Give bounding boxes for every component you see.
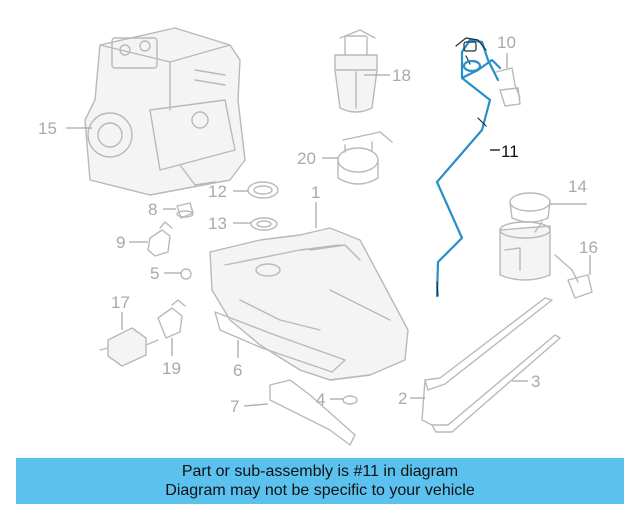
callout-3: 3 [531,372,540,391]
leader-lines [66,53,591,407]
part-5-nut [180,268,192,280]
part-13-seal [250,217,278,231]
part-6-heat-shield [214,311,346,373]
parts-diagram: 15 18 20 12 13 8 9 5 17 19 1 6 7 4 2 3 1… [38,27,598,446]
callout-labels: 15 18 20 12 13 8 9 5 17 19 1 6 7 4 2 3 1… [38,33,598,416]
callout-18: 18 [392,66,411,85]
callout-7: 7 [230,397,239,416]
callout-5: 5 [150,264,159,283]
part-7-bracket [269,379,356,446]
banner-line-1: Part or sub-assembly is #11 in diagram [181,463,459,480]
callout-10: 10 [497,33,516,52]
part-16-sender [554,254,593,299]
callout-20: 20 [297,149,316,168]
callout-19: 19 [162,359,181,378]
part-10-clip [495,67,521,107]
callout-11: 11 [501,142,519,161]
callout-2: 2 [398,389,407,408]
callout-16: 16 [579,238,598,257]
part-17-inline-filter [99,327,159,367]
part-20-filter-bracket [337,131,393,185]
part-8-valve [176,202,194,219]
callout-6: 6 [233,361,242,380]
part-1-fuel-tank [209,227,409,381]
part-11-fuel-line-highlighted [435,37,502,298]
callout-14: 14 [568,177,587,196]
callout-9: 9 [116,233,125,252]
part-14-fuel-pump-module [499,192,551,281]
banner-line-2: Diagram may not be specific to your vehi… [165,482,475,499]
callout-17: 17 [111,293,130,312]
callout-8: 8 [148,200,157,219]
part-12-lock-ring [247,181,279,199]
part-4-grommet [342,395,358,405]
callout-4: 4 [316,390,325,409]
callout-1: 1 [311,183,320,202]
callout-12: 12 [208,182,227,201]
callout-15: 15 [38,119,57,138]
info-banner: Part or sub-assembly is #11 in diagram D… [16,458,624,504]
part-19-connector [157,299,186,339]
part-15-injection-pump [84,27,246,196]
part-18-fuel-filter [334,29,378,113]
part-2-3-tank-straps [421,297,561,433]
part-9-vent-valve [147,221,173,257]
callout-13: 13 [208,214,227,233]
